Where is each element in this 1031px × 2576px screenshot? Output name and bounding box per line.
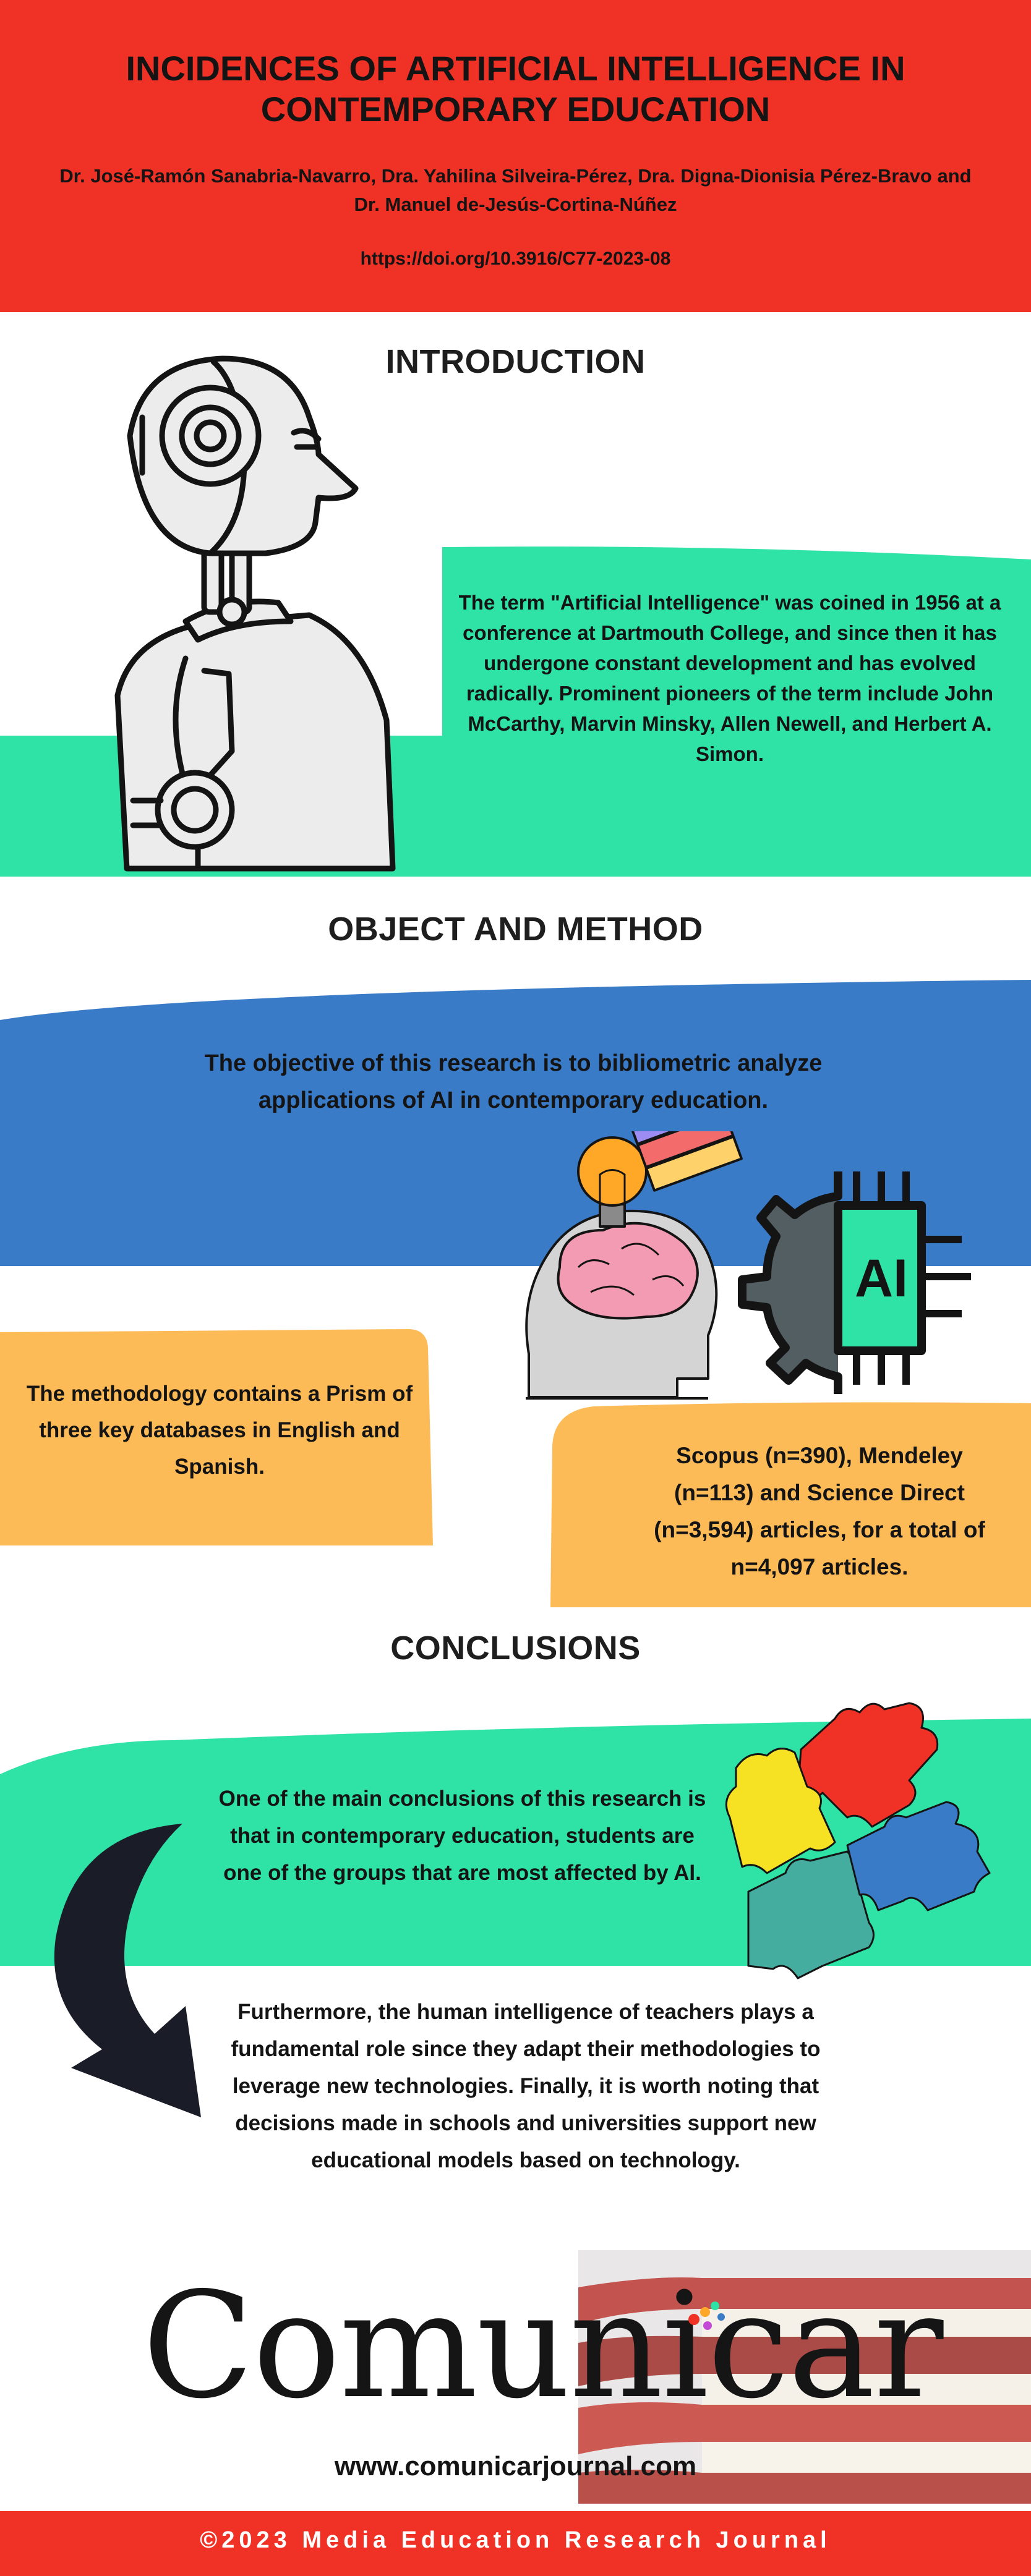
page-title: INCIDENCES OF ARTIFICIAL INTELLIGENCE IN… [126, 49, 905, 129]
robot-illustration [114, 355, 396, 872]
introduction-text: The term "Artificial Intelligence" was c… [458, 591, 1001, 765]
introduction-heading: INTRODUCTION [385, 343, 646, 380]
comunicar-logo: Comunicar [142, 2261, 944, 2431]
curved-arrow-icon [54, 1824, 201, 2117]
conclusions-text-1: One of the main conclusions of this rese… [218, 1787, 706, 1885]
object-method-heading: OBJECT AND METHOD [328, 911, 703, 948]
conclusions-heading: CONCLUSIONS [390, 1630, 641, 1667]
logo-color-dots [688, 2302, 725, 2330]
method-orange-box [0, 1329, 433, 1545]
footer-text: ©2023 Media Education Research Journal [200, 2527, 831, 2553]
objective-text: The objective of this research is to bib… [204, 1050, 823, 1113]
website-link[interactable]: www.comunicarjournal.com [334, 2451, 697, 2481]
books-image [578, 2250, 1031, 2504]
databases-orange-box [550, 1402, 1031, 1607]
conclusions-text-2: Furthermore, the human intelligence of t… [231, 2000, 821, 2172]
header-banner [0, 0, 1031, 312]
brain-bulb-illustration [525, 1131, 743, 1400]
ai-gear-chip-illustration: AI [738, 1171, 971, 1394]
puzzle-illustration [725, 1702, 991, 1979]
ai-chip-label: AI [855, 1249, 908, 1308]
authors-line: Dr. José-Ramón Sanabria-Navarro, Dra. Ya… [59, 165, 972, 215]
databases-text: Scopus (n=390), Mendeley (n=113) and Sci… [654, 1443, 985, 1579]
footer-banner [0, 2511, 1031, 2576]
methodology-text: The methodology contains a Prism of thre… [26, 1382, 413, 1479]
doi-link[interactable]: https://doi.org/10.3916/C77-2023-08 [360, 249, 671, 269]
object-blue-band [0, 980, 1031, 1266]
